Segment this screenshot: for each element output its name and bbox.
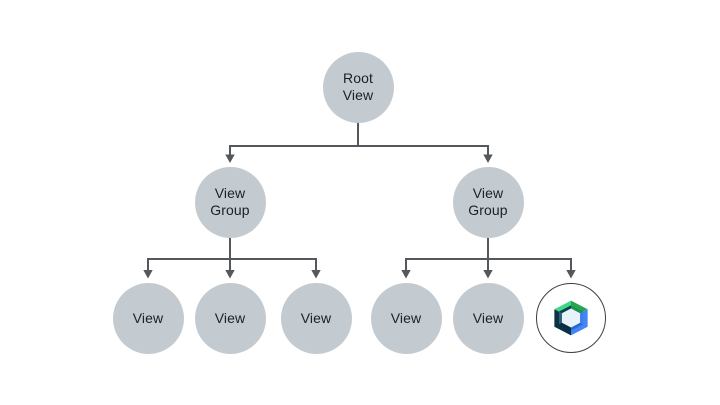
node-view-5-label: View bbox=[472, 309, 504, 326]
node-jetpack-compose bbox=[536, 283, 606, 353]
top-branch-bar bbox=[229, 145, 489, 156]
node-view-group-right-label: View Group bbox=[468, 185, 508, 218]
right-branch-bar bbox=[405, 258, 572, 271]
node-view-group-right: View Group bbox=[452, 166, 524, 238]
arrowhead-to-right-group bbox=[483, 154, 493, 163]
node-root-view: Root View bbox=[322, 51, 394, 123]
node-view-2: View bbox=[194, 282, 266, 354]
left-branch-bar bbox=[147, 258, 317, 271]
node-view-group-left-label: View Group bbox=[210, 185, 250, 218]
node-view-4: View bbox=[370, 282, 442, 354]
node-root-view-label: Root View bbox=[342, 70, 374, 103]
node-view-1: View bbox=[112, 282, 184, 354]
node-view-group-left: View Group bbox=[194, 166, 266, 238]
connector-right-group-to-views bbox=[401, 237, 576, 279]
arrowhead-to-view-5 bbox=[483, 270, 493, 279]
arrowhead-to-view-3 bbox=[311, 270, 321, 279]
connector-root-to-groups bbox=[225, 122, 493, 163]
arrowhead-to-left-group bbox=[225, 154, 235, 163]
connector-left-group-to-views bbox=[143, 237, 321, 279]
arrowhead-to-view-2 bbox=[225, 270, 235, 279]
arrowhead-to-view-4 bbox=[401, 270, 411, 279]
node-view-5: View bbox=[452, 282, 524, 354]
node-view-3-label: View bbox=[300, 309, 332, 326]
node-view-1-label: View bbox=[132, 309, 164, 326]
jetpack-compose-icon bbox=[554, 300, 588, 336]
node-view-3: View bbox=[280, 282, 352, 354]
node-view-4-label: View bbox=[390, 309, 422, 326]
arrowhead-to-compose-node bbox=[566, 270, 576, 279]
arrowhead-to-view-1 bbox=[143, 270, 153, 279]
node-view-2-label: View bbox=[214, 309, 246, 326]
